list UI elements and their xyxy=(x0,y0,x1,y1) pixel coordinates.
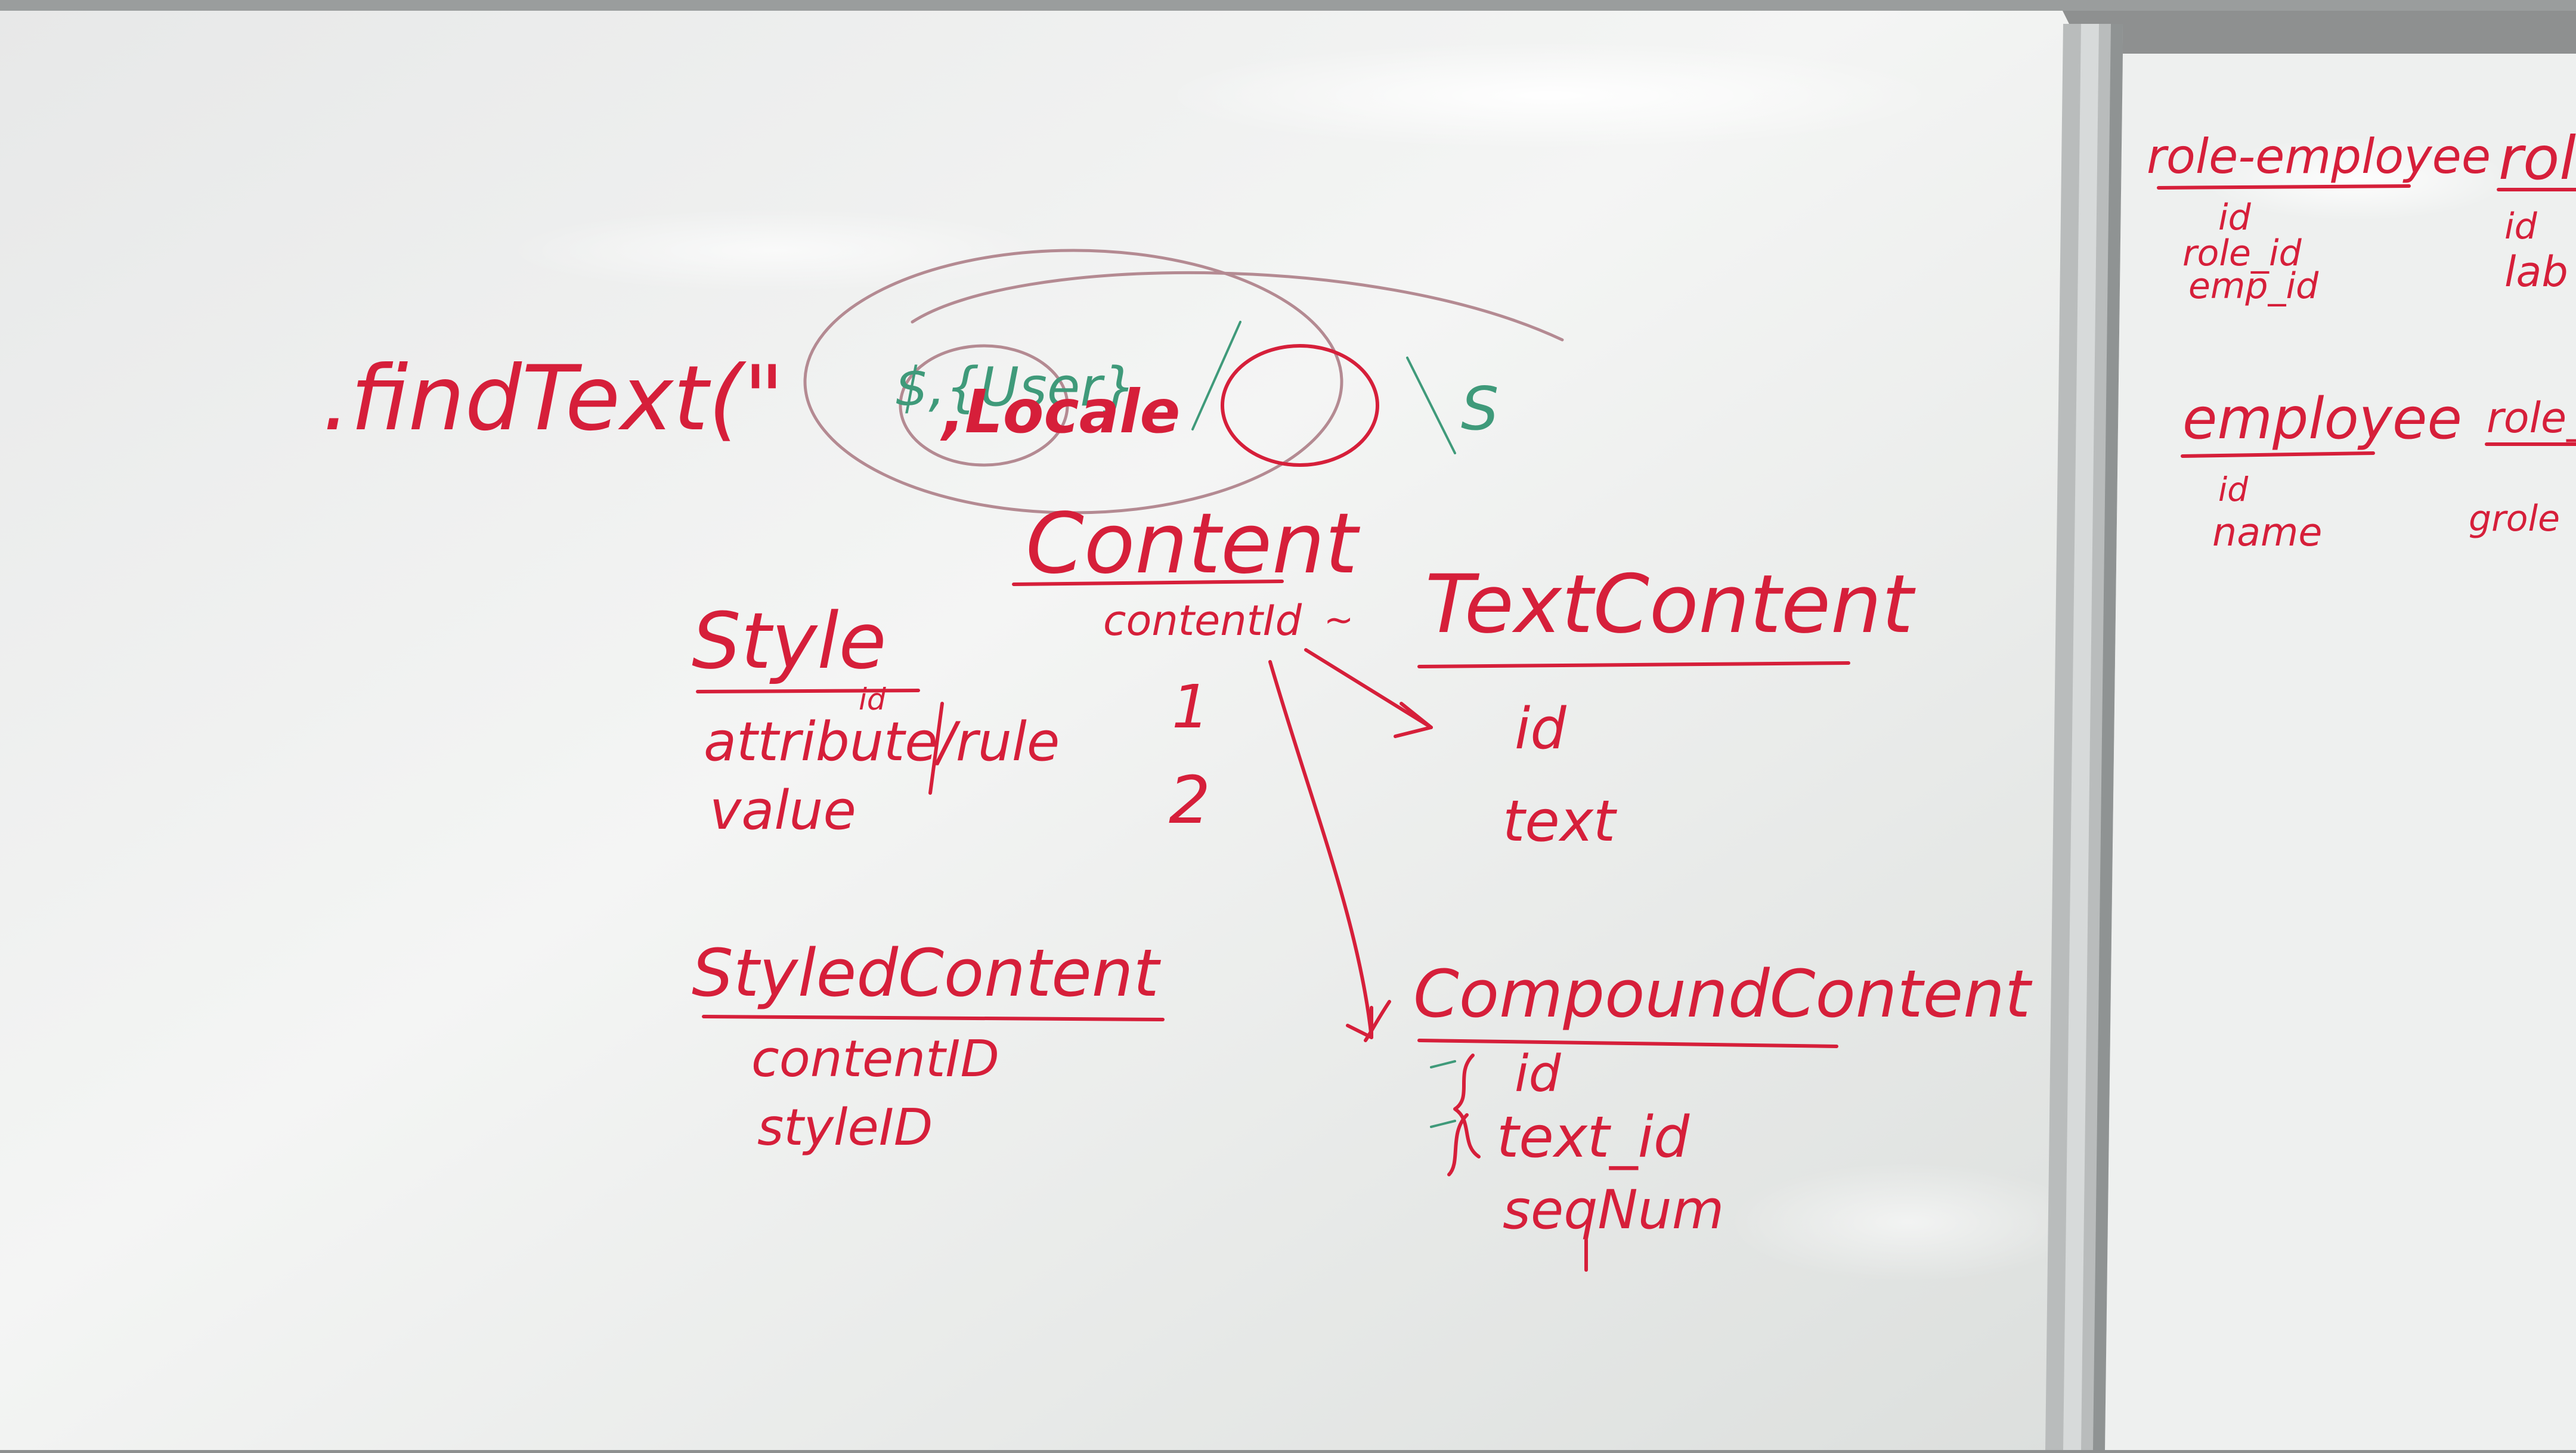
compound-content-field-textid: text_id xyxy=(1497,1105,1690,1170)
user-scribble: $,{User} xyxy=(894,356,1137,419)
text-content-entity: TextContent id text xyxy=(1417,557,1916,854)
style-field-attribute: attribute/rule xyxy=(704,711,1060,773)
cutoff-1-field-lab: lab xyxy=(2504,247,2568,296)
style-field-value: value xyxy=(710,779,856,842)
locale-circle-doodle xyxy=(803,249,1564,515)
compound-content-field-id: id xyxy=(1515,1045,1562,1104)
right-whiteboard xyxy=(2105,54,2576,1450)
board-divider-frame xyxy=(2045,24,2123,1450)
left-whiteboard xyxy=(0,0,2087,1450)
content-title: Content xyxy=(1026,495,1361,593)
styled-content-field-content: contentID xyxy=(751,1030,999,1089)
styled-content-field-style: styleID xyxy=(757,1098,933,1157)
locale-text: ,Locale xyxy=(940,377,1180,447)
relationship-arrows xyxy=(1268,648,1433,1042)
trailing-s: S xyxy=(1461,374,1498,444)
styled-content-entity: StyledContent contentID styleID xyxy=(692,935,1165,1157)
role-employee-field-id: id xyxy=(2218,197,2252,238)
compound-content-field-seqnum: seqNum xyxy=(1503,1179,1724,1241)
compound-content-entity: CompoundContent id text_id seqNum xyxy=(1413,956,2033,1272)
content-entity: Content contentId ~ 1 2 xyxy=(1012,495,1361,838)
role-employee-title: role-employee xyxy=(2147,129,2491,184)
employee-title: employee xyxy=(2182,386,2462,452)
employee-entity: employee id name xyxy=(2181,386,2462,555)
cutoff-2-field: grole xyxy=(2469,498,2560,540)
employee-field-id: id xyxy=(2218,470,2249,509)
style-entity: Style id attribute/rule value xyxy=(692,596,1060,842)
content-mark: ~ xyxy=(1324,599,1354,641)
styled-content-title: StyledContent xyxy=(692,935,1161,1011)
role-employee-field-roleid: role_id xyxy=(2182,233,2302,274)
content-number-1: 1 xyxy=(1172,672,1210,742)
cutoff-entity-top: rol id lab xyxy=(2497,123,2576,296)
content-field: contentId xyxy=(1103,596,1302,645)
findtext-code: .findText(" xyxy=(322,347,784,451)
cutoff-2-title: role_ xyxy=(2487,394,2576,442)
style-id-sup: id xyxy=(859,682,886,717)
text-content-field-id: id xyxy=(1515,696,1566,762)
cutoff-1-field-id: id xyxy=(2504,206,2538,247)
employee-field-name: name xyxy=(2212,510,2322,555)
compound-content-title: CompoundContent xyxy=(1413,956,2033,1032)
content-number-2: 2 xyxy=(1169,762,1210,838)
cutoff-entity-bottom: role_ grole xyxy=(2469,394,2576,540)
cutoff-1-title: rol xyxy=(2498,123,2576,193)
text-content-title: TextContent xyxy=(1425,557,1916,651)
role-employee-field-empid: emp_id xyxy=(2188,265,2319,307)
board-top-frame xyxy=(0,0,2576,11)
style-title: Style xyxy=(692,596,887,686)
text-content-field-text: text xyxy=(1503,789,1618,854)
role-employee-entity: role-employee id role_id emp_id xyxy=(2147,129,2491,307)
